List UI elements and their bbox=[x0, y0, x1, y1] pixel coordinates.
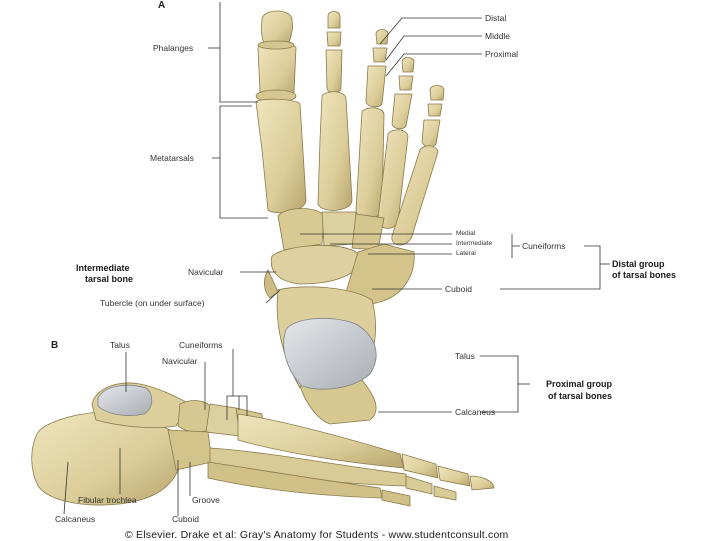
label-lateral: Lateral bbox=[456, 251, 476, 258]
label-intermediate: Intermediate bbox=[456, 241, 492, 248]
label-navicular-a: Navicular bbox=[188, 268, 223, 277]
label-proximal-group-line2: of tarsal bones bbox=[548, 392, 612, 401]
label-tubercle: Tubercle (on under surface) bbox=[100, 299, 205, 308]
label-cuneiforms-b: Cuneiforms bbox=[179, 341, 222, 350]
label-cuneiforms-a: Cuneiforms bbox=[522, 242, 565, 251]
talus-trochlea-cartilage bbox=[98, 385, 152, 415]
label-cuboid-a: Cuboid bbox=[445, 285, 472, 294]
label-fibular-trochlea: Fibular trochlea bbox=[78, 496, 137, 505]
panel-a-letter: A bbox=[158, 0, 165, 11]
label-distal: Distal bbox=[485, 14, 506, 23]
label-talus-a: Talus bbox=[455, 352, 475, 361]
label-talus-b: Talus bbox=[110, 341, 130, 350]
label-cuboid-b: Cuboid bbox=[172, 515, 199, 524]
tarsals bbox=[264, 209, 414, 425]
label-navicular-b: Navicular bbox=[162, 357, 197, 366]
label-metatarsals: Metatarsals bbox=[150, 154, 194, 163]
label-intermediate-tarsal-line2: tarsal bone bbox=[85, 275, 133, 284]
label-medial: Medial bbox=[456, 231, 475, 238]
label-groove: Groove bbox=[192, 496, 220, 505]
foot-lateral-view bbox=[32, 383, 494, 506]
label-phalanges: Phalanges bbox=[153, 44, 193, 53]
label-proximal: Proximal bbox=[485, 50, 518, 59]
toe-2 bbox=[318, 12, 352, 211]
foot-dorsal-view bbox=[256, 11, 444, 424]
label-distal-group-line2: of tarsal bones bbox=[612, 271, 676, 280]
label-middle: Middle bbox=[485, 32, 510, 41]
label-intermediate-tarsal-line1: Intermediate bbox=[76, 264, 130, 273]
toe-1 bbox=[256, 11, 306, 213]
copyright-credit: © Elsevier. Drake et al: Gray's Anatomy … bbox=[125, 529, 508, 541]
label-calcaneus-a: Calcaneus bbox=[455, 408, 495, 417]
talus-articular-surface bbox=[284, 318, 376, 389]
label-distal-group-line1: Distal group bbox=[612, 260, 665, 269]
panel-b-letter: B bbox=[51, 340, 58, 351]
label-proximal-group-line1: Proximal group bbox=[546, 380, 612, 389]
label-calcaneus-b: Calcaneus bbox=[55, 515, 95, 524]
